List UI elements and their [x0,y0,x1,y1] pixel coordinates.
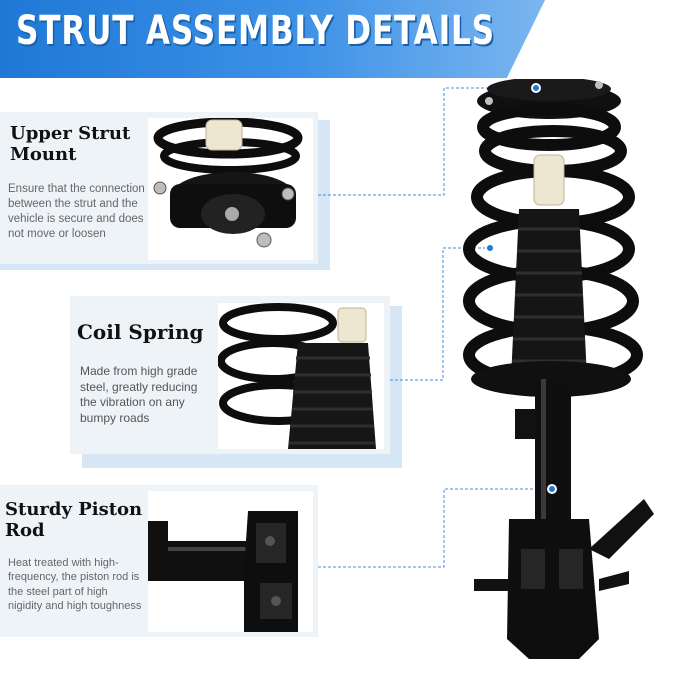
coil-spring-description: Made from high grade steel, greatly redu… [80,364,198,425]
callout-dot-piston-rod [547,484,557,494]
callout-dot-upper-mount [531,83,541,93]
piston-rod-description: Heat treated with high-frequency, the pi… [8,557,142,612]
coil-spring-image [218,303,384,449]
piston-rod-illustration [148,511,298,632]
banner-title: STRUT ASSEMBLY DETAILS [16,8,495,54]
upper-mount-description: Ensure that the connection between the s… [8,183,145,240]
upper-mount-title: Upper Strut Mount [10,123,131,165]
upper-mount-image [148,118,313,260]
callout-dot-coil-spring [485,243,495,253]
upper-mount-illustration [153,118,303,248]
strut-assembly-illustration [463,79,654,659]
piston-rod-title: Sturdy Piston Rod [5,499,143,541]
coil-spring-illustration [218,303,376,449]
title-banner [0,0,545,78]
piston-rod-image [148,491,313,632]
coil-spring-title: Coil Spring [77,320,204,344]
